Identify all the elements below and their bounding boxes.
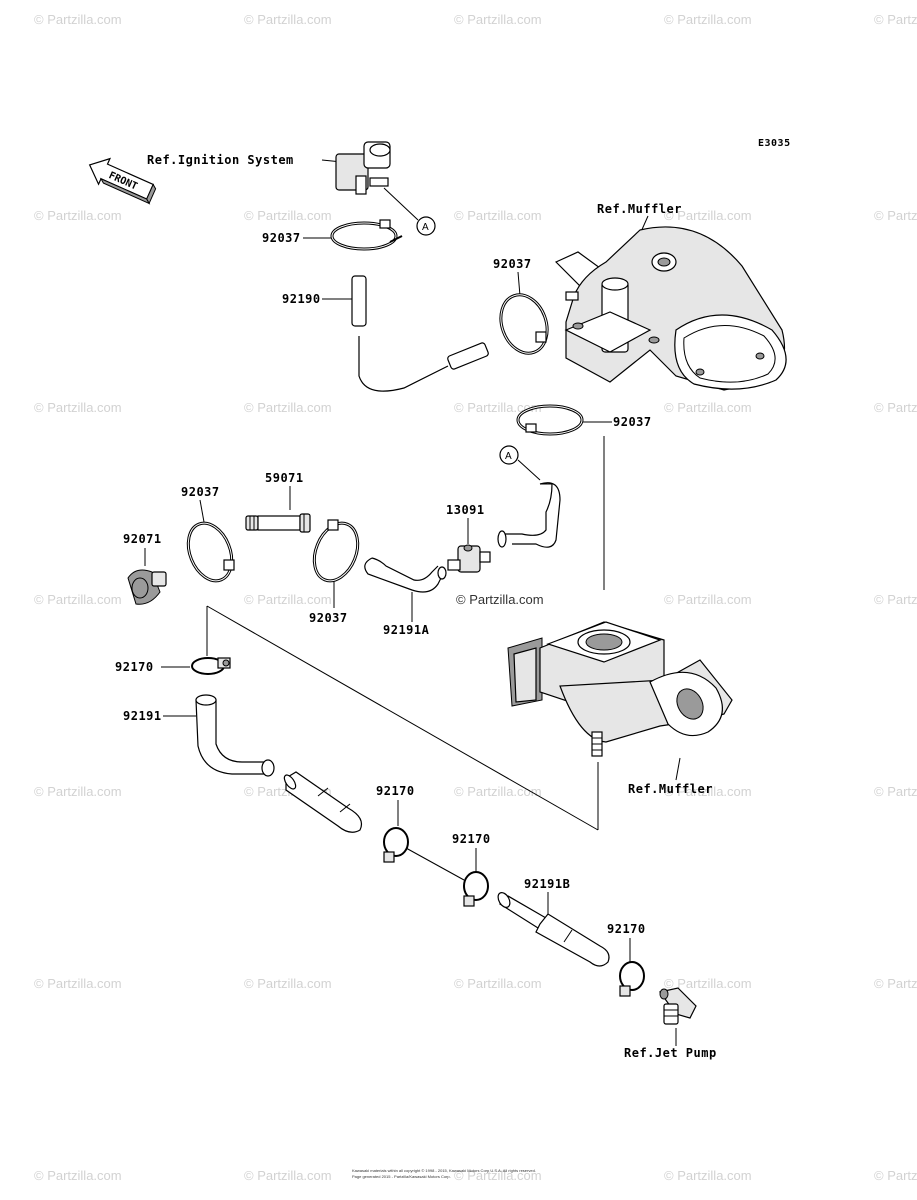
watermark: © Partzilla.com bbox=[454, 1168, 542, 1183]
fitting-59071 bbox=[245, 513, 311, 533]
hose-13091 bbox=[497, 482, 561, 548]
watermark: © Partzilla.com bbox=[34, 1168, 122, 1183]
watermark: © Partzilla.com bbox=[244, 976, 332, 991]
clamp-92170 bbox=[619, 961, 645, 997]
hose-92191 bbox=[195, 694, 363, 833]
watermark: © Partzilla.com bbox=[664, 976, 752, 991]
watermark: © Partzilla.com bbox=[664, 784, 752, 799]
watermark: © Partzilla.com bbox=[244, 1168, 332, 1183]
part-label-92071: 92071 bbox=[123, 532, 162, 546]
hose-clamp-92037 bbox=[516, 404, 584, 436]
footer-copyright: Kawasaki materials within all copyright … bbox=[352, 1168, 536, 1173]
part-label-92170: 92170 bbox=[607, 922, 646, 936]
ref-jet-pump-label: Ref.Jet Pump bbox=[624, 1046, 717, 1060]
callout-a-top bbox=[416, 216, 436, 236]
watermark: © Partzilla.com bbox=[454, 976, 542, 991]
part-label-92037: 92037 bbox=[613, 415, 652, 429]
watermark-center: © Partzilla.com bbox=[456, 592, 544, 607]
part-label-92191b: 92191B bbox=[524, 877, 570, 891]
watermark: © Partzilla.com bbox=[874, 976, 917, 991]
watermarks: © Partzilla.com © Partzilla.com © Partzi… bbox=[34, 12, 917, 1183]
watermark: © Partzilla.com bbox=[874, 784, 917, 799]
front-arrow-icon: FRONT bbox=[88, 157, 157, 205]
watermark: © Partzilla.com bbox=[454, 12, 542, 27]
ref-ignition-label: Ref.Ignition System bbox=[147, 153, 294, 167]
leader-line bbox=[517, 459, 541, 481]
hose-92191a bbox=[364, 557, 447, 593]
watermark: © Partzilla.com bbox=[244, 400, 332, 415]
clamp-92170 bbox=[463, 871, 489, 907]
watermark: © Partzilla.com bbox=[874, 592, 917, 607]
leader-line bbox=[199, 499, 205, 523]
ignition-fitting bbox=[335, 141, 391, 195]
hose-clamp-92037 bbox=[312, 519, 360, 583]
hose-92190 bbox=[351, 275, 489, 392]
watermark: © Partzilla.com bbox=[874, 208, 917, 223]
clamp-92170 bbox=[191, 657, 231, 675]
watermark: © Partzilla.com bbox=[664, 208, 752, 223]
watermark: © Partzilla.com bbox=[244, 592, 332, 607]
watermark: © Partzilla.com bbox=[664, 12, 752, 27]
jet-pump-fitting bbox=[658, 987, 697, 1025]
hose-clamp-92037 bbox=[499, 293, 549, 355]
diagram-code: E3035 bbox=[758, 138, 791, 149]
watermark: © Partzilla.com bbox=[874, 12, 917, 27]
watermark: © Partzilla.com bbox=[454, 400, 542, 415]
ref-muffler-top-label: Ref.Muffler bbox=[597, 202, 682, 216]
watermark: © Partzilla.com bbox=[34, 208, 122, 223]
footer-generated: Page generated 2015 - Partzilla/Kawasaki… bbox=[352, 1174, 451, 1179]
watermark: © Partzilla.com bbox=[244, 208, 332, 223]
muffler-bottom-part bbox=[507, 621, 733, 757]
watermark: © Partzilla.com bbox=[454, 208, 542, 223]
leader-line bbox=[517, 271, 521, 297]
part-label-59071: 59071 bbox=[265, 471, 304, 485]
watermark: © Partzilla.com bbox=[34, 12, 122, 27]
part-label-92037: 92037 bbox=[309, 611, 348, 625]
part-label-13091: 13091 bbox=[446, 503, 485, 517]
part-label-92037: 92037 bbox=[181, 485, 220, 499]
part-label-92037: 92037 bbox=[262, 231, 301, 245]
part-label-92037: 92037 bbox=[493, 257, 532, 271]
muffler-top-part bbox=[554, 226, 787, 391]
t-joint-13091 bbox=[447, 544, 491, 573]
ref-muffler-bottom-label: Ref.Muffler bbox=[628, 782, 713, 796]
part-label-92170: 92170 bbox=[452, 832, 491, 846]
cap-92071 bbox=[127, 569, 167, 605]
watermark: © Partzilla.com bbox=[454, 784, 542, 799]
reference-line bbox=[206, 605, 599, 831]
hose-92191b bbox=[497, 892, 610, 967]
part-label-92191: 92191 bbox=[123, 709, 162, 723]
watermark: © Partzilla.com bbox=[34, 976, 122, 991]
part-label-92191a: 92191A bbox=[383, 623, 430, 637]
hose-clamp-92037 bbox=[186, 521, 235, 583]
leader-line bbox=[675, 757, 681, 781]
part-label-92190: 92190 bbox=[282, 292, 321, 306]
part-label-92170: 92170 bbox=[376, 784, 415, 798]
reference-line bbox=[405, 847, 465, 881]
callout-a-middle bbox=[499, 445, 519, 465]
callout-letter: A bbox=[505, 451, 512, 462]
part-label-92170: 92170 bbox=[115, 660, 154, 674]
callout-letter: A bbox=[422, 222, 429, 233]
watermark: © Partzilla.com bbox=[874, 400, 917, 415]
watermark: © Partzilla.com bbox=[664, 400, 752, 415]
clamp-92170 bbox=[383, 827, 409, 863]
watermark: © Partzilla.com bbox=[244, 12, 332, 27]
watermark: © Partzilla.com bbox=[664, 1168, 752, 1183]
watermark: © Partzilla.com bbox=[34, 400, 122, 415]
hose-clamp-92037 bbox=[330, 219, 403, 251]
watermark: © Partzilla.com bbox=[664, 592, 752, 607]
leader-line bbox=[383, 187, 419, 221]
watermark: © Partzilla.com bbox=[34, 784, 122, 799]
watermark: © Partzilla.com bbox=[874, 1168, 917, 1183]
watermark: © Partzilla.com bbox=[34, 592, 122, 607]
